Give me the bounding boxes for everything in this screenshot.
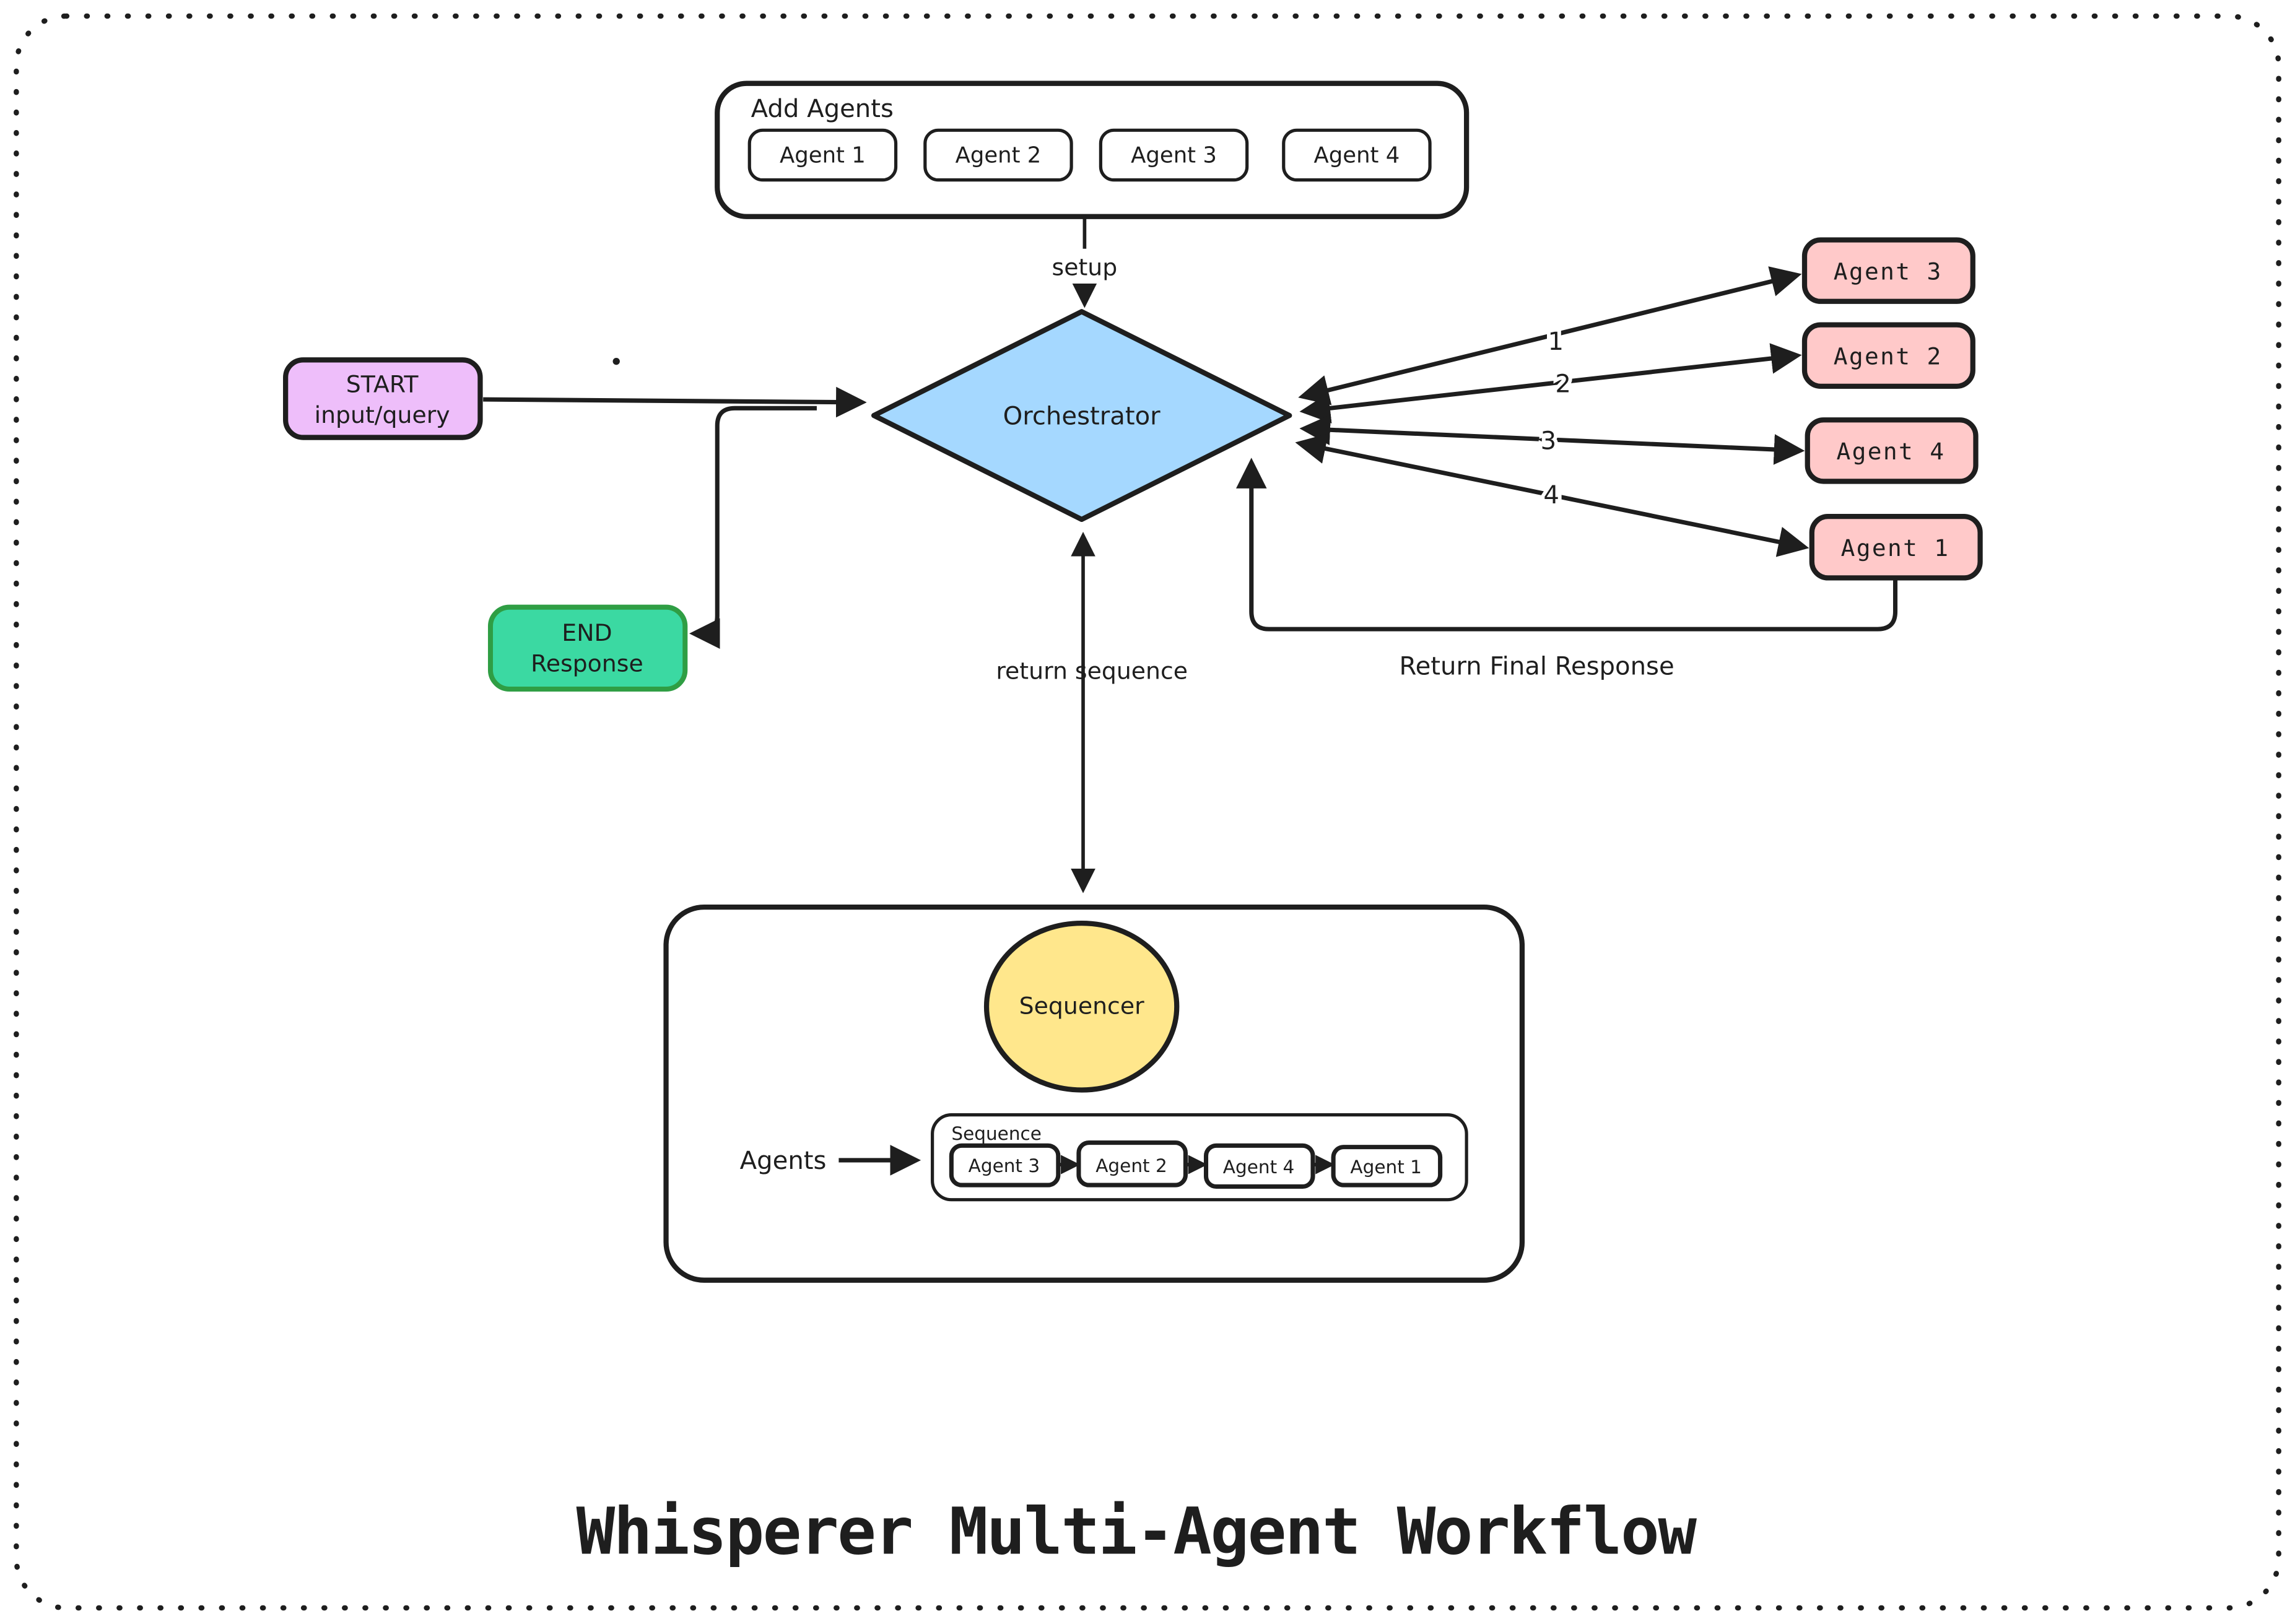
end-node[interactable] <box>487 604 688 692</box>
start-node[interactable] <box>283 357 483 440</box>
sequence-chip-2-label: Agent 2 <box>1095 1155 1167 1176</box>
end-label-line1: END <box>562 619 612 646</box>
add-agent-3-label: Agent 3 <box>1131 142 1217 168</box>
setup-arrow-group: setup <box>1052 216 1118 308</box>
orchestrator-group: Orchestrator <box>871 309 1292 523</box>
stray-dot <box>612 358 620 365</box>
add-agent-1-button[interactable] <box>747 128 898 182</box>
dispatch-arrows-group: 1 2 3 4 <box>1295 266 1809 557</box>
return-sequence-label: return sequence <box>996 657 1188 684</box>
agent-4-label: Agent 4 <box>1837 438 1946 465</box>
sequence-chip-3[interactable] <box>1203 1143 1315 1189</box>
return-final-response-label: Return Final Response <box>1399 652 1674 680</box>
add-agent-1-label: Agent 1 <box>780 142 866 168</box>
add-agent-2-label: Agent 2 <box>956 142 1042 168</box>
sequence-panel-label: Sequence <box>951 1123 1042 1144</box>
agent-4-node[interactable] <box>1805 417 1979 484</box>
start-to-orchestrator-arrow <box>483 386 867 418</box>
order-label-3: 3 <box>1541 427 1557 455</box>
sequence-chip-1[interactable] <box>949 1143 1061 1188</box>
sequence-chip-4[interactable] <box>1331 1145 1443 1188</box>
right-agents-group: Agent 3 Agent 2 Agent 4 Agent 1 <box>1801 237 1983 581</box>
add-agent-4-button[interactable] <box>1282 128 1432 182</box>
agent-1-node[interactable] <box>1809 514 1983 581</box>
agents-label: Agents <box>740 1147 827 1175</box>
return-final-response-arrow <box>1235 458 1898 632</box>
sequencer-node[interactable] <box>983 920 1180 1093</box>
agent-2-label: Agent 2 <box>1834 342 1943 370</box>
add-agents-box[interactable] <box>715 80 1470 219</box>
orchestrator-node[interactable] <box>871 309 1292 523</box>
dispatch-arrow-2 <box>1299 343 1802 423</box>
agent-1-label: Agent 1 <box>1841 534 1950 562</box>
add-agent-3-button[interactable] <box>1099 128 1249 182</box>
order-label-4: 4 <box>1543 481 1559 510</box>
agent-2-node[interactable] <box>1801 322 1975 389</box>
sequencer-group: Sequencer Agents Sequence Agent 3 Agent … <box>663 904 1525 1283</box>
add-agent-4-label: Agent 4 <box>1314 142 1400 168</box>
start-group: START input/query <box>283 357 483 440</box>
orchestrator-label: Orchestrator <box>1003 402 1161 430</box>
setup-label: setup <box>1052 253 1118 280</box>
agent-3-node[interactable] <box>1801 237 1975 304</box>
order-label-1: 1 <box>1548 328 1564 356</box>
sequence-chip-4-label: Agent 1 <box>1350 1157 1422 1178</box>
end-group: END Response <box>487 604 688 692</box>
end-label-line2: Response <box>531 650 643 677</box>
sequence-chip-2[interactable] <box>1076 1140 1188 1188</box>
start-label-line2: input/query <box>315 401 450 428</box>
start-label-line1: START <box>346 370 419 397</box>
diagram-title: Whisperer Multi-Agent Workflow <box>577 1494 1697 1570</box>
order-label-2: 2 <box>1555 370 1571 398</box>
dispatch-arrow-4 <box>1295 433 1809 557</box>
add-agent-2-button[interactable] <box>923 128 1073 182</box>
sequencer-label: Sequencer <box>1019 992 1144 1020</box>
sequence-chip-1-label: Agent 3 <box>969 1155 1040 1176</box>
agent-3-label: Agent 3 <box>1834 258 1943 285</box>
add-agents-group: Add Agents Agent 1 Agent 2 Agent 3 Agent… <box>715 80 1470 219</box>
sequence-chip-3-label: Agent 4 <box>1223 1157 1295 1178</box>
orchestrator-to-end-arrow <box>689 406 817 649</box>
add-agents-label: Add Agents <box>751 95 894 123</box>
